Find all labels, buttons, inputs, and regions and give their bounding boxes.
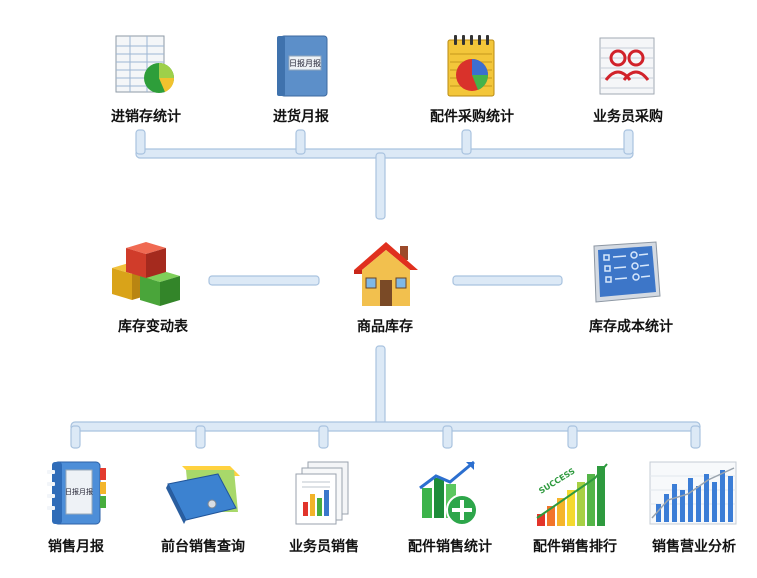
node-label: 配件采购统计 <box>430 109 514 125</box>
notebook-icon-text: 日报月报 <box>289 58 321 68</box>
user-group-document-icon <box>599 37 655 95</box>
node-front-desk-sales-query[interactable]: 前台销售查询 <box>148 458 258 558</box>
success-bar-chart-icon: SUCCESS <box>536 463 608 526</box>
node-parts-sales-statistics[interactable]: 配件销售统计 <box>392 458 508 558</box>
address-book-icon-text: 日报月报 <box>65 487 93 496</box>
node-inventory-statistics[interactable]: 进销存统计 <box>88 34 204 128</box>
node-label: 进销存统计 <box>111 109 181 125</box>
node-label: 销售营业分析 <box>652 539 736 555</box>
node-label: 进货月报 <box>273 109 329 125</box>
node-label: 配件销售排行 <box>533 539 617 555</box>
node-parts-purchase-statistics[interactable]: 配件采购统计 <box>414 34 530 128</box>
notebook-icon: 日报月报 <box>277 35 328 97</box>
stacked-boxes-icon <box>112 242 180 306</box>
spreadsheet-pie-chart-icon <box>115 35 175 93</box>
node-sales-business-analysis[interactable]: 销售营业分析 <box>638 458 750 558</box>
node-label: 前台销售查询 <box>161 539 245 555</box>
notepad-pie-chart-icon <box>447 35 495 97</box>
node-label: 配件销售统计 <box>408 539 492 555</box>
node-label: 商品库存 <box>357 319 413 335</box>
node-parts-sales-ranking[interactable]: SUCCESS 配件销售排行 <box>518 458 632 558</box>
node-sales-monthly-report[interactable]: 日报月报 销售月报 <box>28 458 124 558</box>
house-icon <box>354 242 418 306</box>
node-inventory-cost-statistics[interactable]: 库存成本统计 <box>566 240 696 335</box>
node-inventory-change-table[interactable]: 库存变动表 <box>100 240 206 335</box>
node-product-inventory[interactable]: 商品库存 <box>325 240 445 335</box>
checklist-board-icon <box>593 241 661 303</box>
node-label: 库存成本统计 <box>589 319 673 335</box>
address-book-icon: 日报月报 <box>47 461 106 525</box>
node-label: 业务员销售 <box>289 539 359 555</box>
report-documents-icon <box>295 461 349 525</box>
node-label: 库存变动表 <box>118 319 188 335</box>
node-salesman-purchase[interactable]: 业务员采购 <box>578 34 678 128</box>
bar-chart-add-icon <box>419 460 478 526</box>
blue-binder-icon <box>166 466 240 524</box>
node-label: 销售月报 <box>48 539 104 555</box>
node-purchase-monthly-report[interactable]: 日报月报 进货月报 <box>251 34 351 128</box>
column-chart-analysis-icon <box>649 461 737 525</box>
node-label: 业务员采购 <box>593 109 663 125</box>
node-salesman-sales[interactable]: 业务员销售 <box>278 458 370 558</box>
